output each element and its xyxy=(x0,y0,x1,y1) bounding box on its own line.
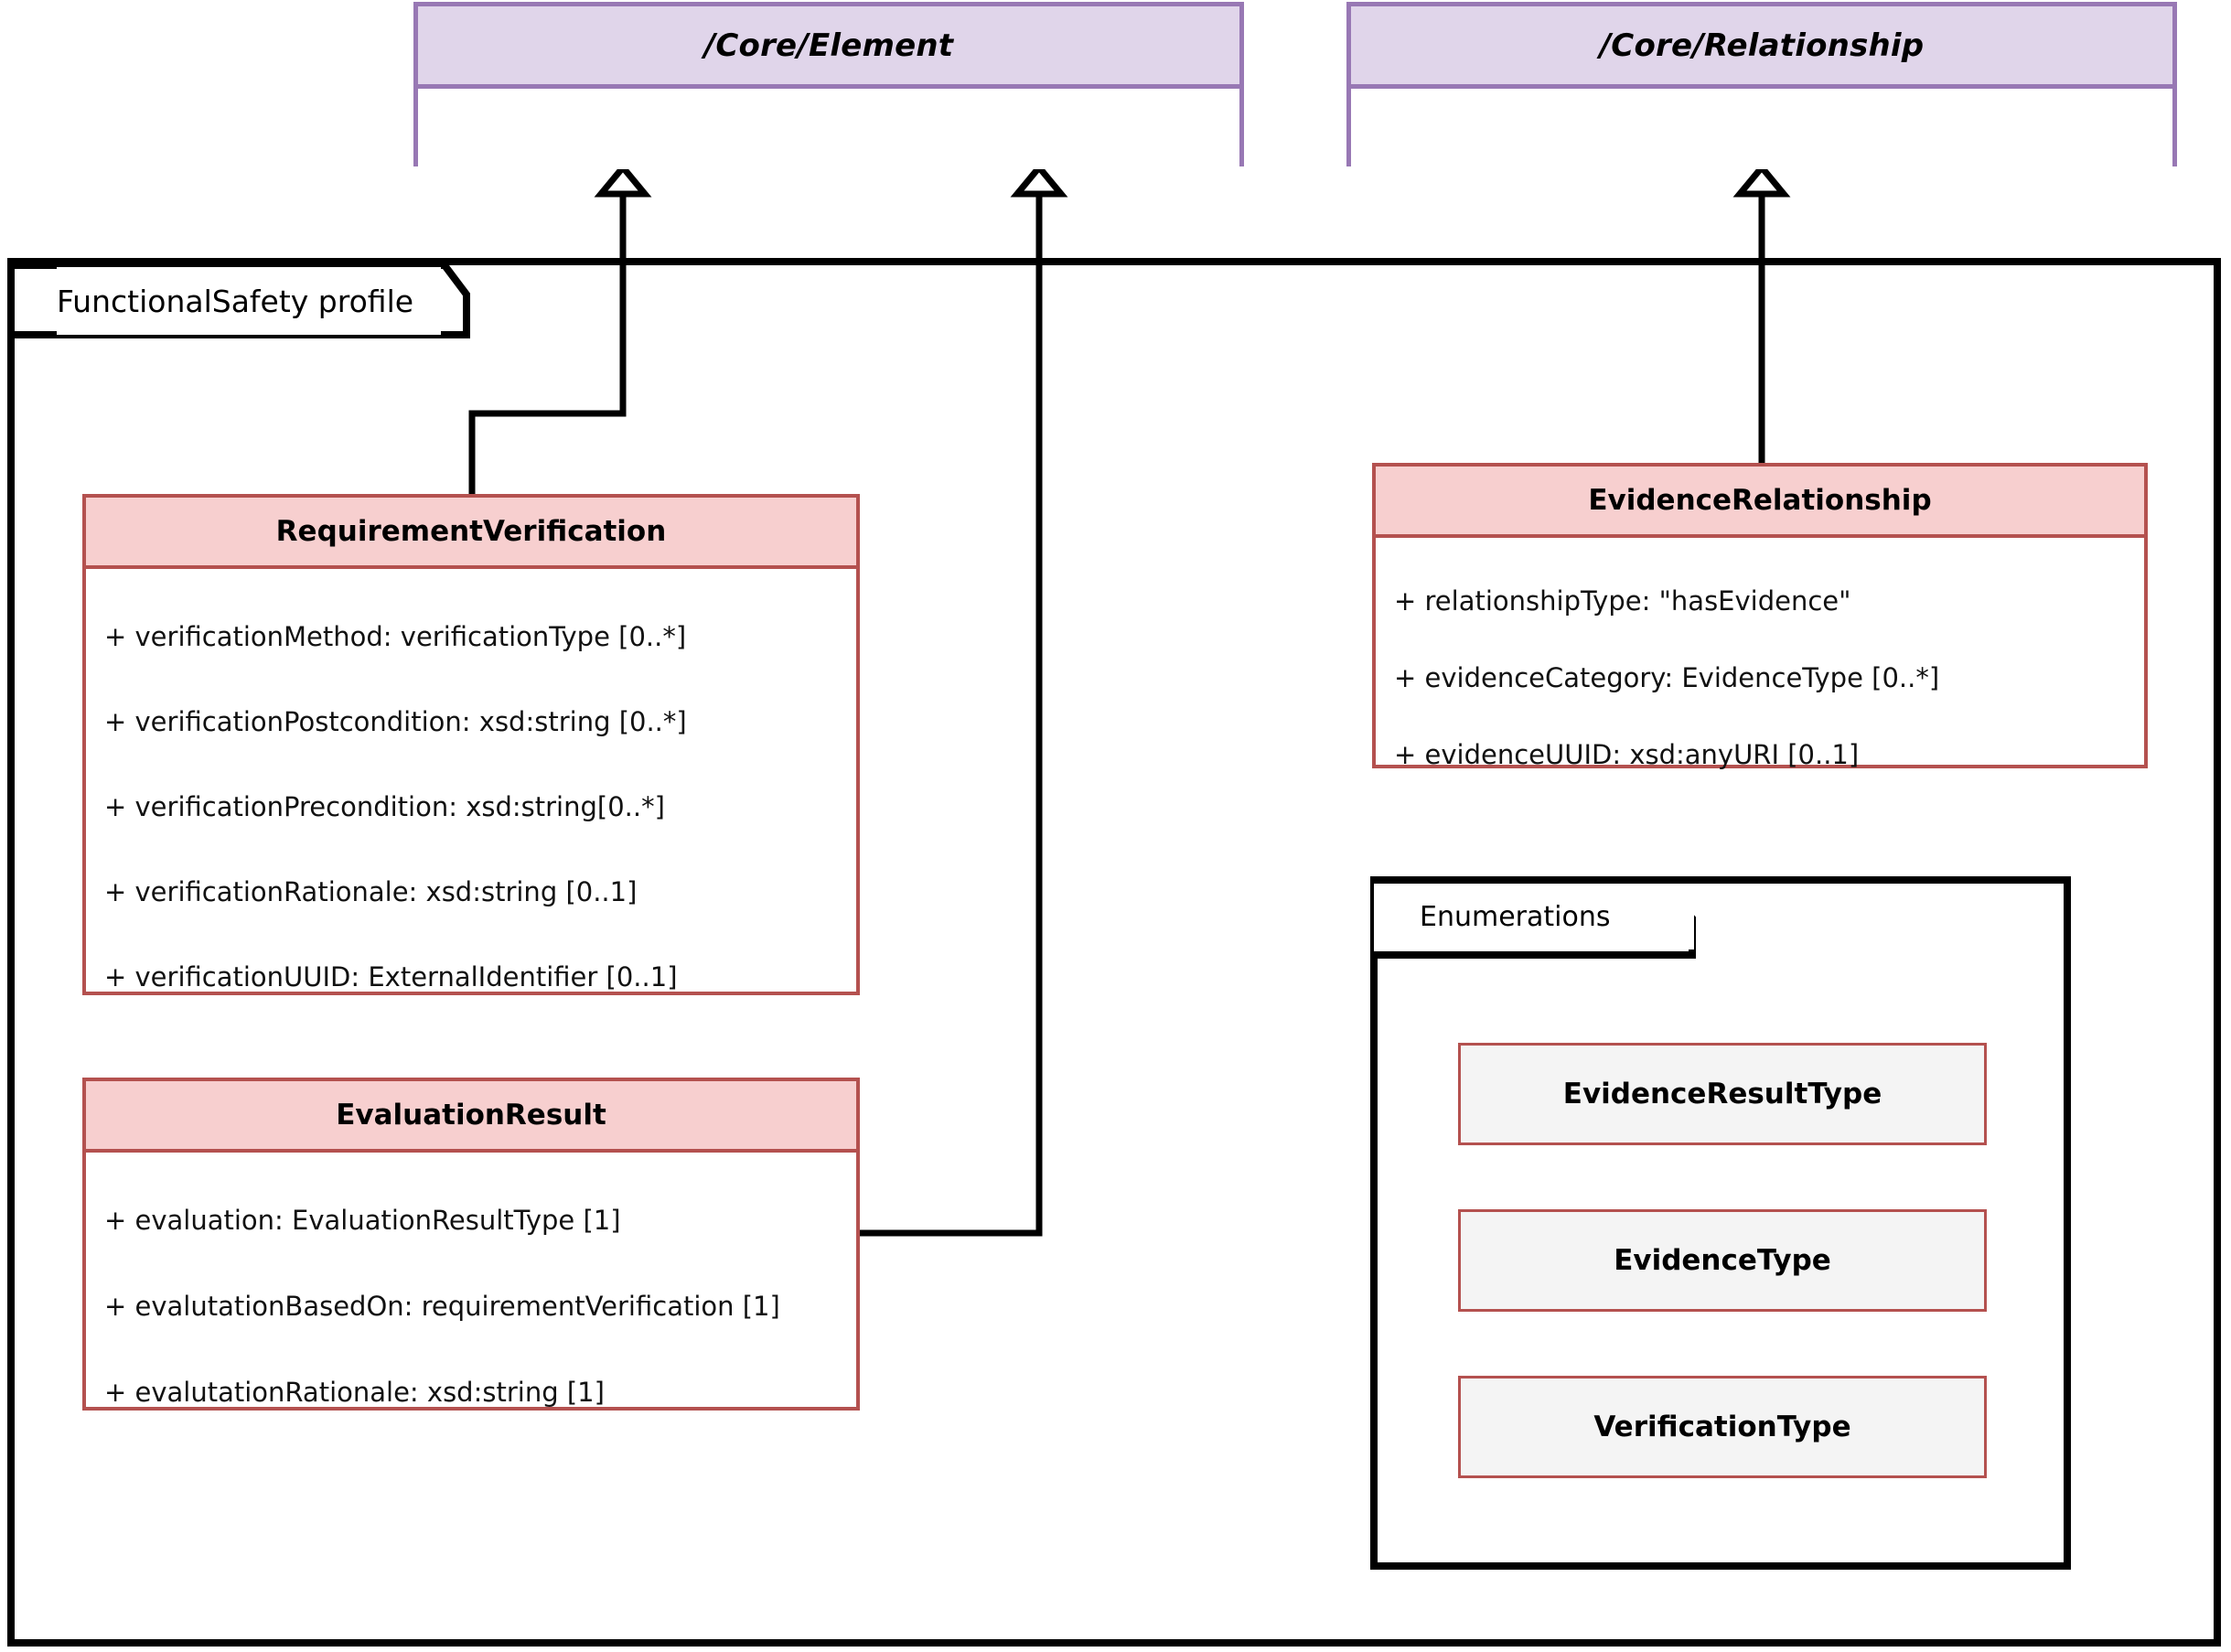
class-attribute: + evidenceUUID: xsd:anyURI [0..1] xyxy=(1394,739,1860,771)
class-evaluationresult[interactable]: EvaluationResult + evaluation: Evaluatio… xyxy=(82,1078,860,1411)
enumeration-evidencetype[interactable]: EvidenceType xyxy=(1458,1209,1987,1312)
metaclass-core-element-title: /Core/Element xyxy=(703,27,954,64)
class-attribute: + evalutationRationale: xsd:string [1] xyxy=(104,1377,605,1409)
package-functionalsafety-tab: FunctionalSafety profile xyxy=(57,267,441,335)
metaclass-core-relationship-title: /Core/Relationship xyxy=(1599,27,1925,64)
class-requirementverification[interactable]: RequirementVerification + verificationMe… xyxy=(82,494,860,995)
metaclass-core-relationship[interactable]: /Core/Relationship xyxy=(1346,2,2177,169)
class-requirementverification-header: RequirementVerification xyxy=(86,498,856,569)
enumeration-evidenceresulttype[interactable]: EvidenceResultType xyxy=(1458,1043,1987,1145)
enumeration-label: EvidenceType xyxy=(1614,1244,1831,1277)
enumeration-label: EvidenceResultType xyxy=(1562,1078,1882,1110)
package-enumerations-label: Enumerations xyxy=(1420,900,1611,933)
metaclass-core-relationship-body xyxy=(1351,89,2172,169)
class-evidencerelationship-title: EvidenceRelationship xyxy=(1588,484,1932,517)
class-requirementverification-title: RequirementVerification xyxy=(275,515,667,548)
class-requirementverification-attributes: + verificationMethod: verificationType [… xyxy=(86,569,856,1041)
class-attribute: + verificationPrecondition: xsd:string[0… xyxy=(104,791,665,823)
class-evidencerelationship-attributes: + relationshipType: "hasEvidence" + evid… xyxy=(1376,538,2144,814)
metaclass-core-element-body xyxy=(418,89,1239,169)
package-enumerations-tab: Enumerations xyxy=(1420,884,1694,949)
class-evaluationresult-header: EvaluationResult xyxy=(86,1081,856,1153)
class-attribute: + evidenceCategory: EvidenceType [0..*] xyxy=(1394,662,1940,694)
package-functionalsafety-label: FunctionalSafety profile xyxy=(57,283,414,319)
class-evaluationresult-title: EvaluationResult xyxy=(336,1099,606,1132)
class-attribute: + evalutationBasedOn: requirementVerific… xyxy=(104,1291,780,1323)
metaclass-core-element[interactable]: /Core/Element xyxy=(413,2,1244,169)
class-attribute: + verificationPostcondition: xsd:string … xyxy=(104,705,687,737)
generalization-arrowhead-evaluationresult xyxy=(1010,162,1068,198)
class-attribute: + verificationRationale: xsd:string [0..… xyxy=(104,876,638,908)
metaclass-core-relationship-header: /Core/Relationship xyxy=(1351,6,2172,89)
generalization-arrowhead-evidencerelationship xyxy=(1732,162,1791,198)
class-attribute: + relationshipType: "hasEvidence" xyxy=(1394,585,1851,617)
class-attribute: + verificationMethod: verificationType [… xyxy=(104,620,687,652)
class-evaluationresult-attributes: + evaluation: EvaluationResultType [1] +… xyxy=(86,1153,856,1456)
class-attribute: + verificationUUID: ExternalIdentifier [… xyxy=(104,961,678,993)
enumeration-verificationtype[interactable]: VerificationType xyxy=(1458,1376,1987,1478)
class-evidencerelationship[interactable]: EvidenceRelationship + relationshipType:… xyxy=(1372,463,2148,769)
class-evidencerelationship-header: EvidenceRelationship xyxy=(1376,467,2144,538)
metaclass-core-element-header: /Core/Element xyxy=(418,6,1239,89)
generalization-arrowhead-requirementverification xyxy=(594,162,652,198)
enumeration-label: VerificationType xyxy=(1593,1411,1851,1443)
package-functionalsafety-profile[interactable] xyxy=(7,258,2221,1647)
class-attribute: + evaluation: EvaluationResultType [1] xyxy=(104,1205,621,1237)
